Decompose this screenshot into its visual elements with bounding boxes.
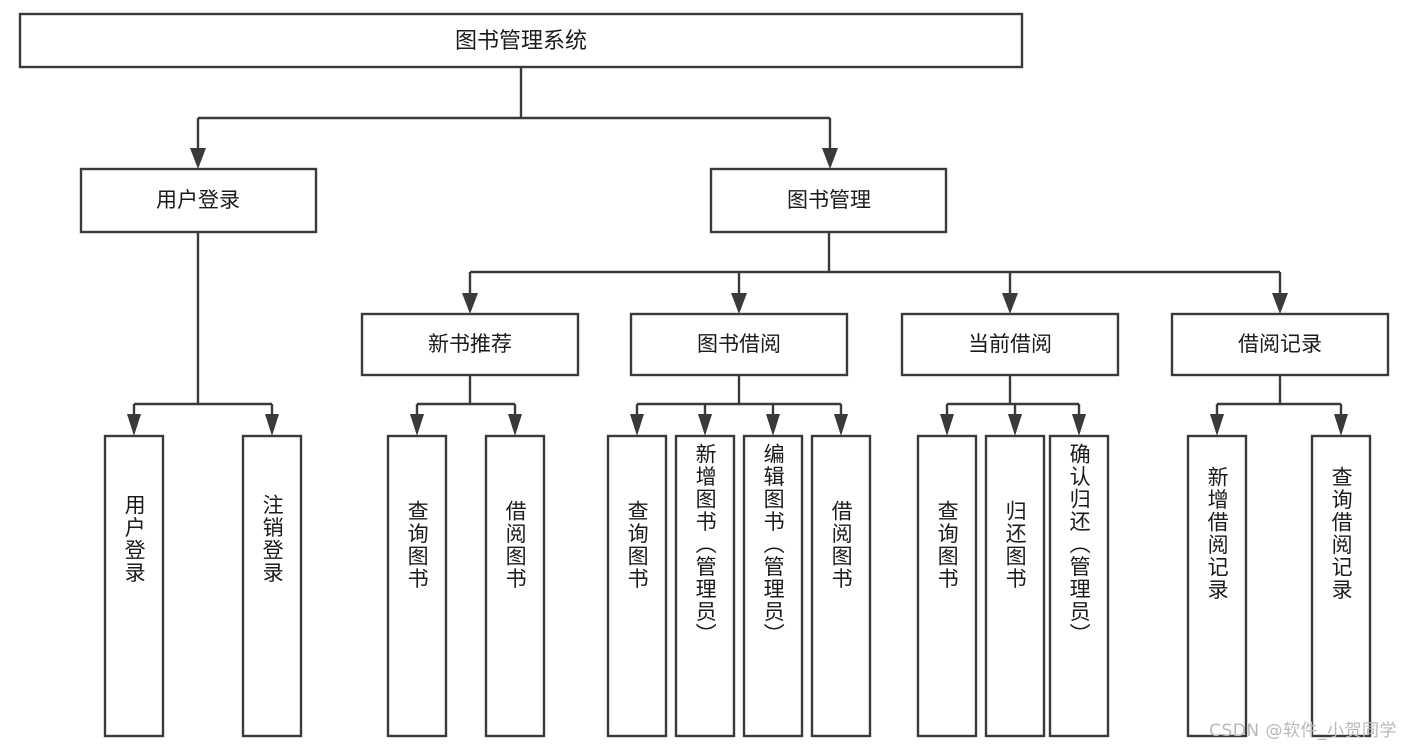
node-label: 借阅记录 [1238,332,1322,356]
arrow-head-icon [508,414,522,436]
arrow-head-icon [190,148,206,169]
connector-currentborrow-to-leaves [940,375,1086,436]
leaf-box-return-book[interactable] [984,434,1046,738]
node-label: 当前借阅 [968,332,1052,356]
connector-userlogin-to-leaves [127,232,279,436]
leaf-box-borrow-book-new[interactable] [484,434,546,738]
arrow-head-icon [940,414,954,436]
node-box [900,312,1120,377]
arrow-head-icon [698,414,712,436]
leaf-box-confirm-return-admin[interactable] [1048,434,1110,738]
leaf-box-logout[interactable] [241,434,303,738]
arrow-head-icon [265,414,279,436]
leaf-box-query-book-current[interactable] [916,434,978,738]
leaf-box-add-borrow-record[interactable] [1186,434,1248,738]
arrow-head-icon [630,414,644,436]
node-label: 图书借阅 [697,332,781,356]
node-root-label: 图书管理系统 [455,29,587,54]
connector-bookmgmt-to-level3 [462,232,1288,314]
arrow-head-icon [462,293,478,314]
node-new-book-recommend[interactable]: 新书推荐 [360,312,580,377]
arrow-head-icon [127,414,141,436]
connector-root-to-level2 [190,67,838,169]
arrow-head-icon [822,148,838,169]
node-borrow-record[interactable]: 借阅记录 [1170,312,1390,377]
arrow-head-icon [1002,293,1018,314]
node-label: 图书管理 [787,188,871,212]
connector-bookborrow-to-leaves [630,375,848,436]
leaf-box-query-book-borrow[interactable] [606,434,668,738]
connector-newbook-to-leaves [410,375,522,436]
leaf-box-add-book-admin[interactable] [674,434,736,738]
node-root[interactable]: 图书管理系统 [18,12,1024,69]
node-user-login[interactable]: 用户登录 [79,167,318,234]
arrow-head-icon [1272,293,1288,314]
arrow-head-icon [1008,414,1022,436]
csdn-watermark: CSDN @软件_小贺同学 [1209,721,1397,741]
leaf-box-query-borrow-record[interactable] [1310,434,1372,738]
node-root-box [18,12,1024,69]
arrow-head-icon [731,293,747,314]
node-book-management[interactable]: 图书管理 [709,167,948,234]
connector-borrowrecord-to-leaves [1210,375,1348,436]
node-box [629,312,849,377]
leaf-box-borrow-book[interactable] [810,434,872,738]
arrow-head-icon [410,414,424,436]
leaf-box-query-book-new[interactable] [386,434,448,738]
node-current-borrow[interactable]: 当前借阅 [900,312,1120,377]
node-label: 用户登录 [156,188,240,212]
leaf-box-edit-book-admin[interactable] [742,434,804,738]
node-label: 新书推荐 [428,332,512,356]
node-book-borrow[interactable]: 图书借阅 [629,312,849,377]
arrow-head-icon [1210,414,1224,436]
arrow-head-icon [766,414,780,436]
arrow-head-icon [1072,414,1086,436]
arrow-head-icon [1334,414,1348,436]
node-box [360,312,580,377]
node-box [709,167,948,234]
node-box [79,167,318,234]
node-box [1170,312,1390,377]
leaf-box-user-login[interactable] [103,434,165,738]
arrow-head-icon [834,414,848,436]
